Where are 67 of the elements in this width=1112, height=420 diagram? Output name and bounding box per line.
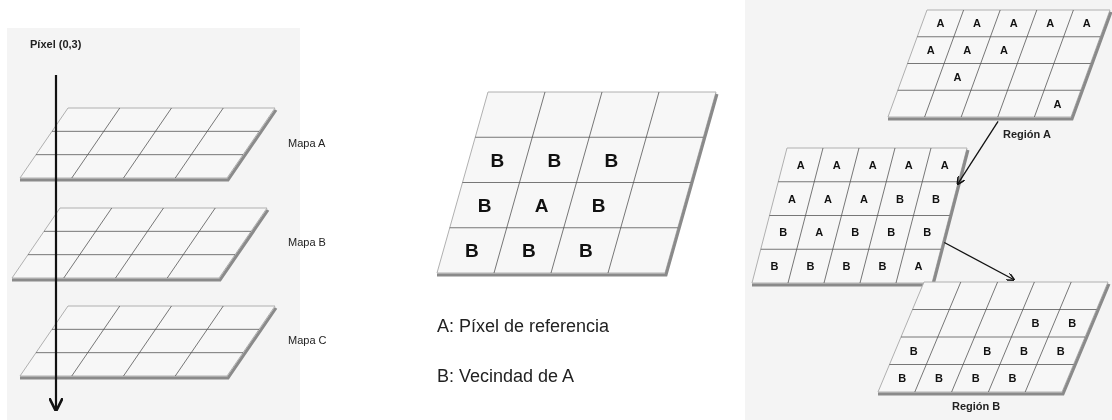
- cell-letter: B: [971, 372, 980, 384]
- cell-letter: B: [878, 260, 887, 272]
- cell-letter: A: [999, 44, 1008, 56]
- cell-letter: A: [1082, 17, 1091, 29]
- cell-letter: B: [895, 193, 904, 205]
- arrow: [943, 241, 1016, 281]
- cell-letter: A: [963, 44, 972, 56]
- cell-letter: A: [796, 159, 805, 171]
- cell-letter: A: [1009, 17, 1018, 29]
- arrow: [48, 75, 64, 413]
- map-label: Mapa B: [288, 236, 326, 248]
- cell-letter: B: [1068, 317, 1077, 329]
- cell-letter: A: [914, 260, 923, 272]
- cell-letter: B: [465, 240, 479, 260]
- cell-letter: A: [787, 193, 796, 205]
- cell-letter: B: [547, 150, 562, 170]
- map-label: Región A: [1003, 128, 1051, 140]
- cell-letter: B: [923, 226, 932, 238]
- cell-letter: A: [815, 226, 824, 238]
- grid-plane: [20, 306, 278, 380]
- cell-letter: B: [898, 372, 907, 384]
- cell-letter: A: [1053, 98, 1062, 110]
- cell-letter: A: [936, 17, 945, 29]
- pixel-label: Píxel (0,3): [30, 38, 82, 50]
- cell-letter: B: [490, 150, 505, 170]
- cell-letter: B: [983, 345, 992, 357]
- cell-letter: A: [868, 159, 877, 171]
- cell-letter: A: [926, 44, 935, 56]
- cell-letter: B: [909, 345, 918, 357]
- cell-letter: A: [904, 159, 913, 171]
- cell-letter: B: [1008, 372, 1017, 384]
- map-label: Mapa C: [288, 334, 327, 346]
- cell-letter: A: [953, 71, 962, 83]
- cell-letter: B: [604, 150, 619, 170]
- cell-letter: B: [842, 260, 851, 272]
- cell-letter: B: [522, 240, 536, 260]
- cell-letter: A: [534, 195, 549, 215]
- cell-letter: B: [477, 195, 492, 215]
- legend-note: A: Píxel de referencia: [437, 316, 610, 337]
- cell-letter: A: [940, 159, 949, 171]
- cell-letter: A: [1046, 17, 1055, 29]
- grid-plane: [888, 10, 1112, 121]
- cell-letter: B: [851, 226, 860, 238]
- cell-letter: B: [887, 226, 896, 238]
- cell-letter: A: [823, 193, 832, 205]
- cell-letter: A: [973, 17, 981, 29]
- grid-plane: [437, 92, 719, 277]
- grid-plane: [20, 108, 278, 182]
- cell-letter: B: [1031, 317, 1040, 329]
- map-label: Mapa A: [288, 137, 326, 149]
- cell-letter: B: [779, 226, 788, 238]
- cell-letter: B: [934, 372, 943, 384]
- cell-letter: B: [806, 260, 815, 272]
- grid-plane: [752, 148, 970, 287]
- cell-letter: B: [770, 260, 779, 272]
- cell-letter: B: [931, 193, 940, 205]
- cell-letter: B: [579, 240, 593, 260]
- cell-letter: A: [859, 193, 868, 205]
- map-label: Región B: [952, 400, 1001, 412]
- legend-note: B: Vecindad de A: [437, 366, 575, 387]
- grid-plane: [878, 282, 1111, 396]
- cell-letter: B: [1020, 345, 1028, 357]
- cell-letter: A: [832, 159, 841, 171]
- arrow: [956, 120, 999, 186]
- cell-letter: B: [591, 195, 606, 215]
- cell-letter: B: [1056, 345, 1065, 357]
- grid-plane: [12, 208, 270, 282]
